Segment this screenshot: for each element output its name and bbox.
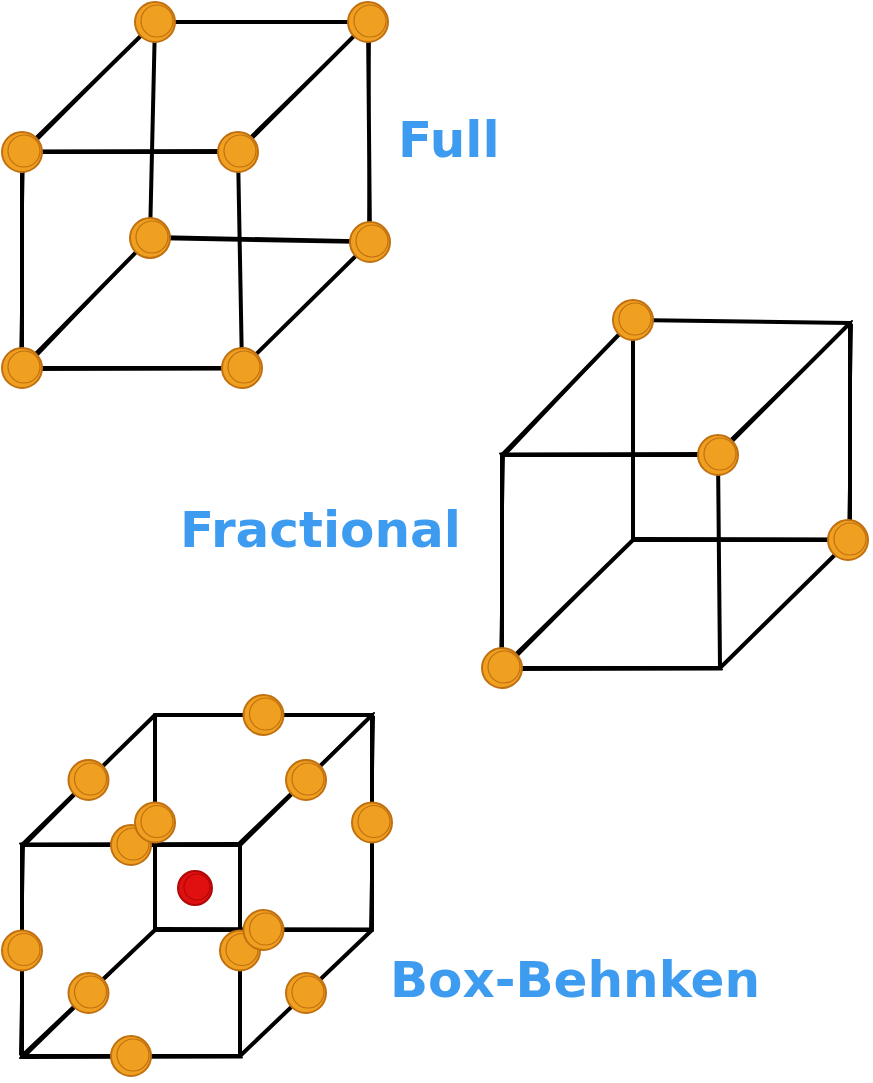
- cube-edge-sketch: [504, 542, 631, 670]
- point-sketch: [141, 5, 173, 37]
- point-sketch: [184, 874, 210, 900]
- point-sketch: [704, 438, 736, 470]
- point-sketch: [141, 806, 173, 838]
- cube-edge-sketch: [500, 453, 504, 667]
- design-point: [482, 648, 522, 688]
- point-sketch: [488, 651, 520, 683]
- design-point: [828, 520, 868, 560]
- cube-edge: [238, 152, 242, 368]
- fractional-cube: [500, 320, 852, 670]
- point-sketch: [356, 225, 388, 257]
- point-sketch: [117, 1039, 149, 1071]
- design-point: [2, 931, 42, 971]
- design-label: Fractional: [180, 505, 461, 555]
- point-sketch: [250, 913, 282, 945]
- design-point: [135, 803, 175, 843]
- design-point: [348, 2, 388, 42]
- cube-edge: [150, 22, 155, 238]
- point-sketch: [250, 698, 282, 730]
- cube-edge-sketch: [24, 240, 148, 370]
- cube-edge-sketch: [242, 242, 370, 368]
- full-cube: [20, 20, 370, 370]
- cube-edge-sketch: [24, 24, 153, 154]
- design-point: [244, 910, 284, 950]
- cube-edge: [720, 540, 850, 668]
- design-point: [350, 222, 390, 262]
- design-point: [698, 435, 738, 475]
- cube-edge-sketch: [368, 24, 370, 245]
- cube-edge-sketch: [500, 669, 722, 672]
- point-sketch: [834, 523, 866, 555]
- cube-edge: [631, 320, 635, 540]
- design-point: [352, 803, 392, 843]
- cube-edge: [242, 242, 370, 368]
- cube-edge-sketch: [236, 20, 370, 151]
- design-point: [135, 2, 175, 42]
- point-sketch: [8, 135, 40, 167]
- design-point: [2, 348, 42, 388]
- design-label: Box-Behnken: [390, 955, 760, 1005]
- design-point: [69, 973, 109, 1013]
- design-point: [111, 1036, 151, 1076]
- cube-edge-sketch: [720, 540, 850, 668]
- design-point: [222, 348, 262, 388]
- center-point: [178, 871, 212, 905]
- point-sketch: [224, 135, 256, 167]
- cube-edge-sketch: [500, 452, 720, 455]
- design-point: [69, 760, 109, 800]
- point-sketch: [619, 303, 651, 335]
- point-sketch: [75, 976, 107, 1008]
- cube-edge-sketch: [633, 320, 850, 323]
- point-sketch: [292, 976, 324, 1008]
- cube-edge-sketch: [238, 152, 242, 368]
- point-sketch: [75, 763, 107, 795]
- design-label: Full: [398, 115, 500, 165]
- design-point: [2, 132, 42, 172]
- cube-edge-sketch: [716, 321, 852, 454]
- point-sketch: [292, 763, 324, 795]
- point-sketch: [354, 5, 386, 37]
- cube-edge-sketch: [150, 22, 155, 238]
- cube-edge-sketch: [152, 236, 368, 241]
- cube-edge-sketch: [155, 21, 368, 23]
- cube-edge-sketch: [848, 325, 852, 543]
- design-point: [613, 300, 653, 340]
- cube-edge-sketch: [20, 149, 240, 152]
- design-point: [286, 973, 326, 1013]
- cube-edge: [155, 20, 368, 24]
- design-point: [286, 760, 326, 800]
- box-behnken-cube: [20, 713, 374, 1058]
- cube-edge: [718, 455, 720, 668]
- point-sketch: [8, 351, 40, 383]
- cube-edge-sketch: [632, 320, 634, 540]
- design-point: [218, 132, 258, 172]
- cube-edge-sketch: [20, 369, 244, 372]
- cube-edge-sketch: [504, 322, 631, 457]
- point-sketch: [228, 351, 260, 383]
- design-point: [130, 218, 170, 258]
- cube-edge-sketch: [20, 150, 24, 367]
- cube-edge-sketch: [635, 537, 848, 540]
- design-point: [244, 695, 284, 735]
- cube-edge: [633, 538, 850, 542]
- point-sketch: [8, 934, 40, 966]
- point-sketch: [136, 221, 168, 253]
- point-sketch: [358, 806, 390, 838]
- cube-edge: [633, 320, 850, 323]
- cube-edge-sketch: [718, 455, 720, 668]
